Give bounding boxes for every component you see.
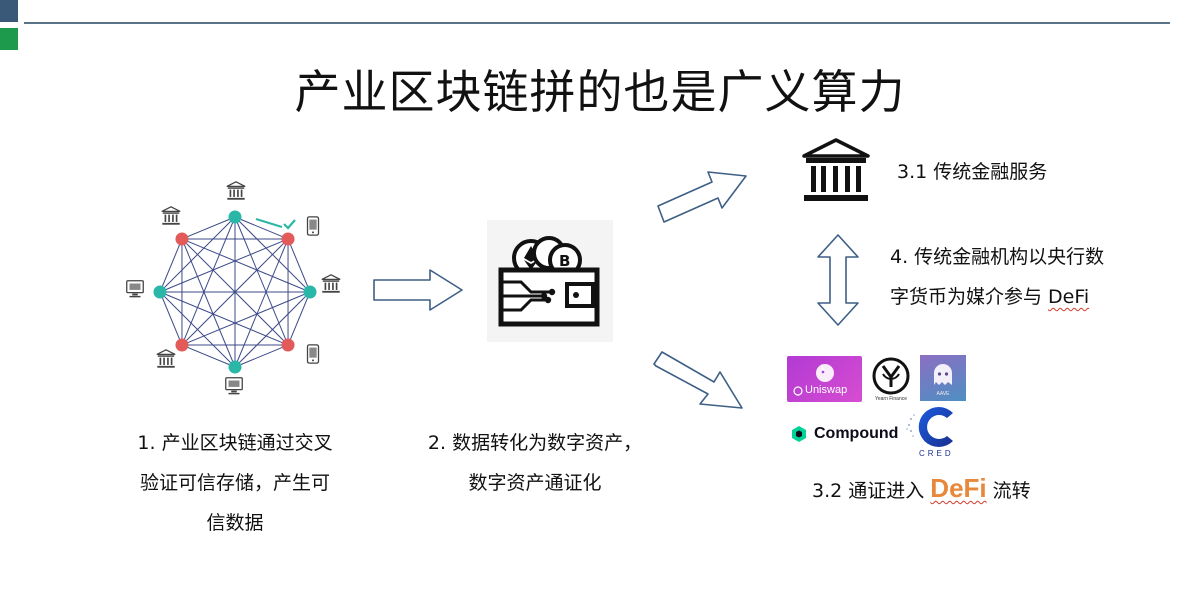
compound-logo[interactable]: Compound [790, 421, 898, 447]
arrow-right-icon[interactable] [372, 268, 464, 312]
network-edge [159, 238, 289, 293]
network-node [303, 285, 317, 299]
phone-icon [306, 344, 320, 364]
corner-marker-blue [0, 0, 18, 22]
network-edge [159, 238, 183, 293]
bank-icon [156, 349, 176, 369]
bank-icon [321, 274, 341, 294]
bank-icon [161, 206, 181, 226]
compound-mark-icon [792, 426, 806, 442]
page-title: 产业区块链拼的也是广义算力 [294, 65, 906, 119]
step-4-line1: 4. 传统金融机构以央行数 [890, 246, 1105, 268]
step-4-text: 4. 传统金融机构以央行数 字货币为媒介参与 DeFi [890, 237, 1104, 317]
bank-icon [226, 181, 246, 201]
arrow-right-icon[interactable] [652, 350, 746, 414]
svg-text:AAVE: AAVE [937, 391, 951, 397]
network-edge [234, 238, 289, 368]
network-edge [234, 216, 289, 346]
network-edge [181, 216, 236, 346]
double-arrow-vertical-icon[interactable] [814, 233, 862, 327]
step-2-text: 2. 数据转化为数字资产， 数字资产通证化 [427, 432, 643, 494]
corner-marker-green [0, 28, 18, 50]
cred-mark-icon [906, 407, 953, 447]
network-node [228, 360, 242, 374]
blockchain-network-icon [126, 181, 341, 395]
network-edge [159, 291, 236, 368]
step-4-line2: 字货币为媒介参与 DeFi [890, 286, 1090, 308]
network-edge [181, 238, 311, 293]
computer-icon [126, 280, 144, 298]
crypto-wallet-icon: B [487, 220, 613, 342]
svg-text:B: B [559, 252, 570, 270]
network-node [153, 285, 167, 299]
network-edge [181, 344, 236, 368]
network-edge [159, 291, 183, 346]
network-node [281, 232, 295, 246]
unicorn-icon [816, 364, 834, 382]
network-edge [287, 238, 311, 293]
network-edge [159, 291, 289, 346]
yearn-finance-logo[interactable]: Yearn Finance [868, 356, 914, 402]
top-rule [24, 22, 1170, 24]
step-3-2-text: 3.2 通证进入 DeFi 流转 [812, 473, 1031, 503]
network-edge [181, 238, 236, 368]
uniswap-logo[interactable]: Uniswap [787, 356, 862, 402]
network-edge [234, 344, 289, 368]
network-edge [181, 238, 289, 346]
defi-term: DeFi [1048, 286, 1090, 308]
computer-icon [225, 377, 243, 395]
svg-text:Yearn Finance: Yearn Finance [875, 396, 907, 402]
arrow-right-icon[interactable] [652, 160, 752, 224]
network-node [175, 232, 189, 246]
defi-logo-text: DeFi [930, 473, 987, 503]
aave-logo[interactable]: AAVE [920, 355, 966, 401]
step-3-1-label: 3.1 传统金融服务 [897, 161, 1048, 183]
network-node [175, 338, 189, 352]
step-1-text: 1. 产业区块链通过交叉 验证可信存储，产生可 信数据 [137, 432, 333, 534]
phone-icon [306, 216, 320, 236]
check-icon [283, 219, 296, 230]
bank-icon [802, 138, 870, 201]
network-node [281, 338, 295, 352]
network-node [228, 210, 242, 224]
cred-logo[interactable]: CRED [905, 405, 963, 460]
network-edge [181, 291, 311, 346]
network-edge [234, 216, 289, 240]
uniswap-mark-icon [793, 386, 803, 396]
network-edge [181, 216, 236, 240]
network-edge [287, 291, 311, 346]
